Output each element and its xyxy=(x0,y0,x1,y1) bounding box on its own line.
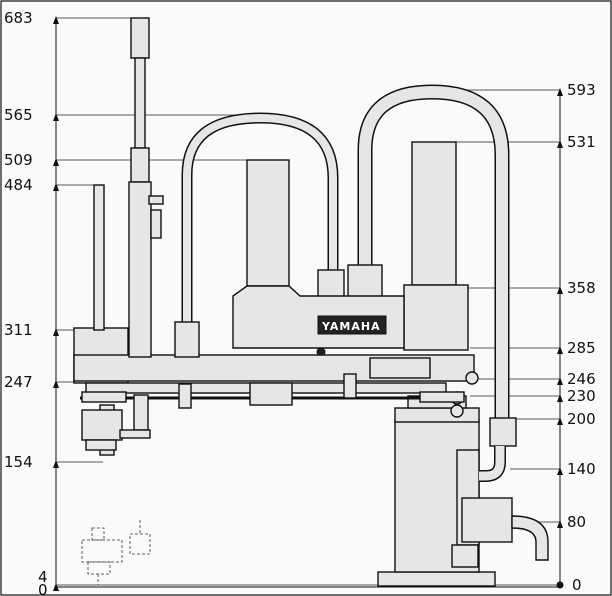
robot-base xyxy=(377,391,549,587)
dim-200: 200 xyxy=(567,410,596,428)
left-dimension-scale xyxy=(53,16,380,591)
dim-0-right: 0 xyxy=(572,576,582,594)
center-motor: YAMAHA xyxy=(232,159,405,357)
yamaha-label: YAMAHA xyxy=(321,320,381,333)
dim-0-left: 0 xyxy=(38,581,48,596)
dim-311: 311 xyxy=(4,321,33,339)
alternate-tool-outline xyxy=(81,520,151,585)
dim-80: 80 xyxy=(567,513,586,531)
dim-246: 246 xyxy=(567,370,596,388)
right-dimension-scale xyxy=(455,88,564,589)
dim-4: 4 xyxy=(38,568,48,586)
lower-arm xyxy=(73,321,479,409)
dim-484: 484 xyxy=(4,176,33,194)
dim-565: 565 xyxy=(4,106,33,124)
dim-509: 509 xyxy=(4,151,33,169)
dim-230: 230 xyxy=(567,387,596,405)
middle-cable-hose xyxy=(181,112,339,325)
right-cable-hose xyxy=(357,84,517,482)
dim-683: 683 xyxy=(4,9,33,27)
dim-593: 593 xyxy=(567,81,596,99)
dim-358: 358 xyxy=(567,279,596,297)
dim-285: 285 xyxy=(567,339,596,357)
dim-531: 531 xyxy=(567,133,596,151)
dim-247: 247 xyxy=(4,373,33,391)
dim-140: 140 xyxy=(567,460,596,478)
z-axis-shaft xyxy=(81,17,164,456)
dim-154: 154 xyxy=(4,453,33,471)
